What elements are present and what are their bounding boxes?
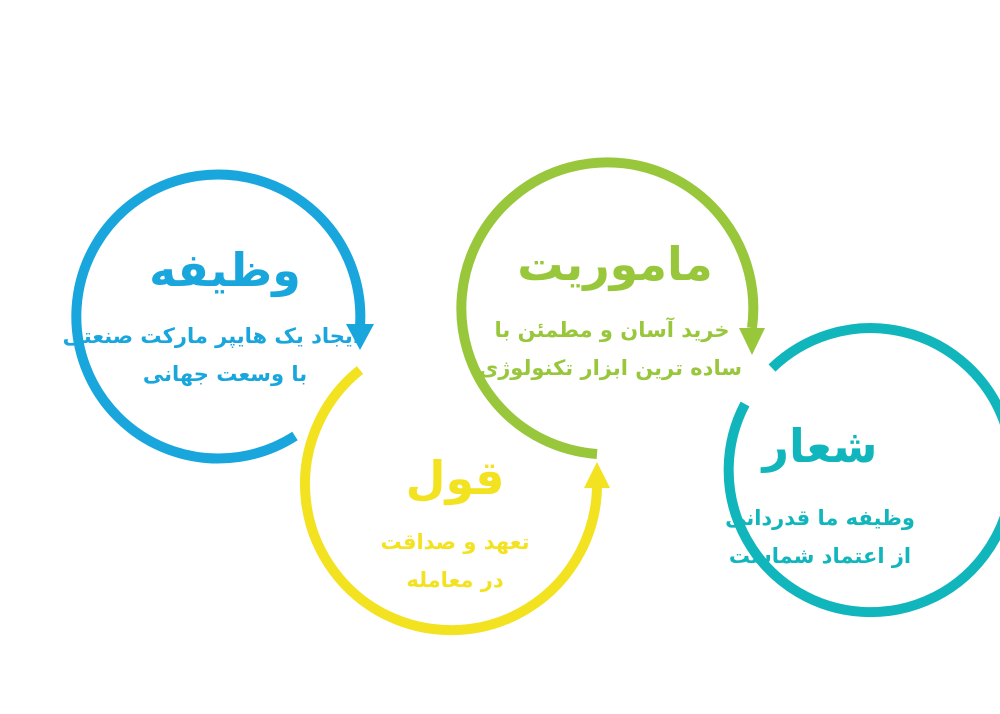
vazifeh-ring [71, 169, 374, 464]
vazifeh-desc-line2: با وسعت جهانی [142, 362, 308, 386]
vazifeh-desc-line1: ایجاد یک هایپر مارکت صنعتی [62, 324, 360, 348]
shoar-arc [723, 323, 1000, 618]
mamuriat-desc-line1: خرید آسان و مطمئن با [494, 318, 730, 342]
mamuriat-desc-line2: ساده ترین ابزار تکنولوژی [478, 356, 742, 380]
ghol-title: قول [405, 451, 505, 505]
shoar-title: شعار [762, 419, 878, 473]
ghol-arc [300, 366, 602, 636]
mamuriat-ring [456, 157, 765, 459]
shoar-desc-line1: وظیفه ما قدردانی [725, 506, 915, 530]
mamuriat-arc [456, 157, 759, 459]
ghol-desc-line2: در معامله [406, 568, 504, 592]
shoar-desc-line2: از اعتماد شماست [728, 544, 912, 568]
shoar-ring [723, 323, 1000, 618]
ghol-desc-line1: تعهد و صداقت [380, 530, 530, 554]
vazifeh-arrow-icon [346, 324, 374, 350]
mamuriat-arrow-icon [739, 328, 765, 355]
ghol-ring [300, 366, 610, 636]
ghol-arrow-icon [584, 462, 610, 488]
vazifeh-title: وظیفه [149, 243, 301, 297]
mamuriat-title: ماموریت [517, 237, 713, 291]
vazifeh-arc [71, 169, 366, 464]
